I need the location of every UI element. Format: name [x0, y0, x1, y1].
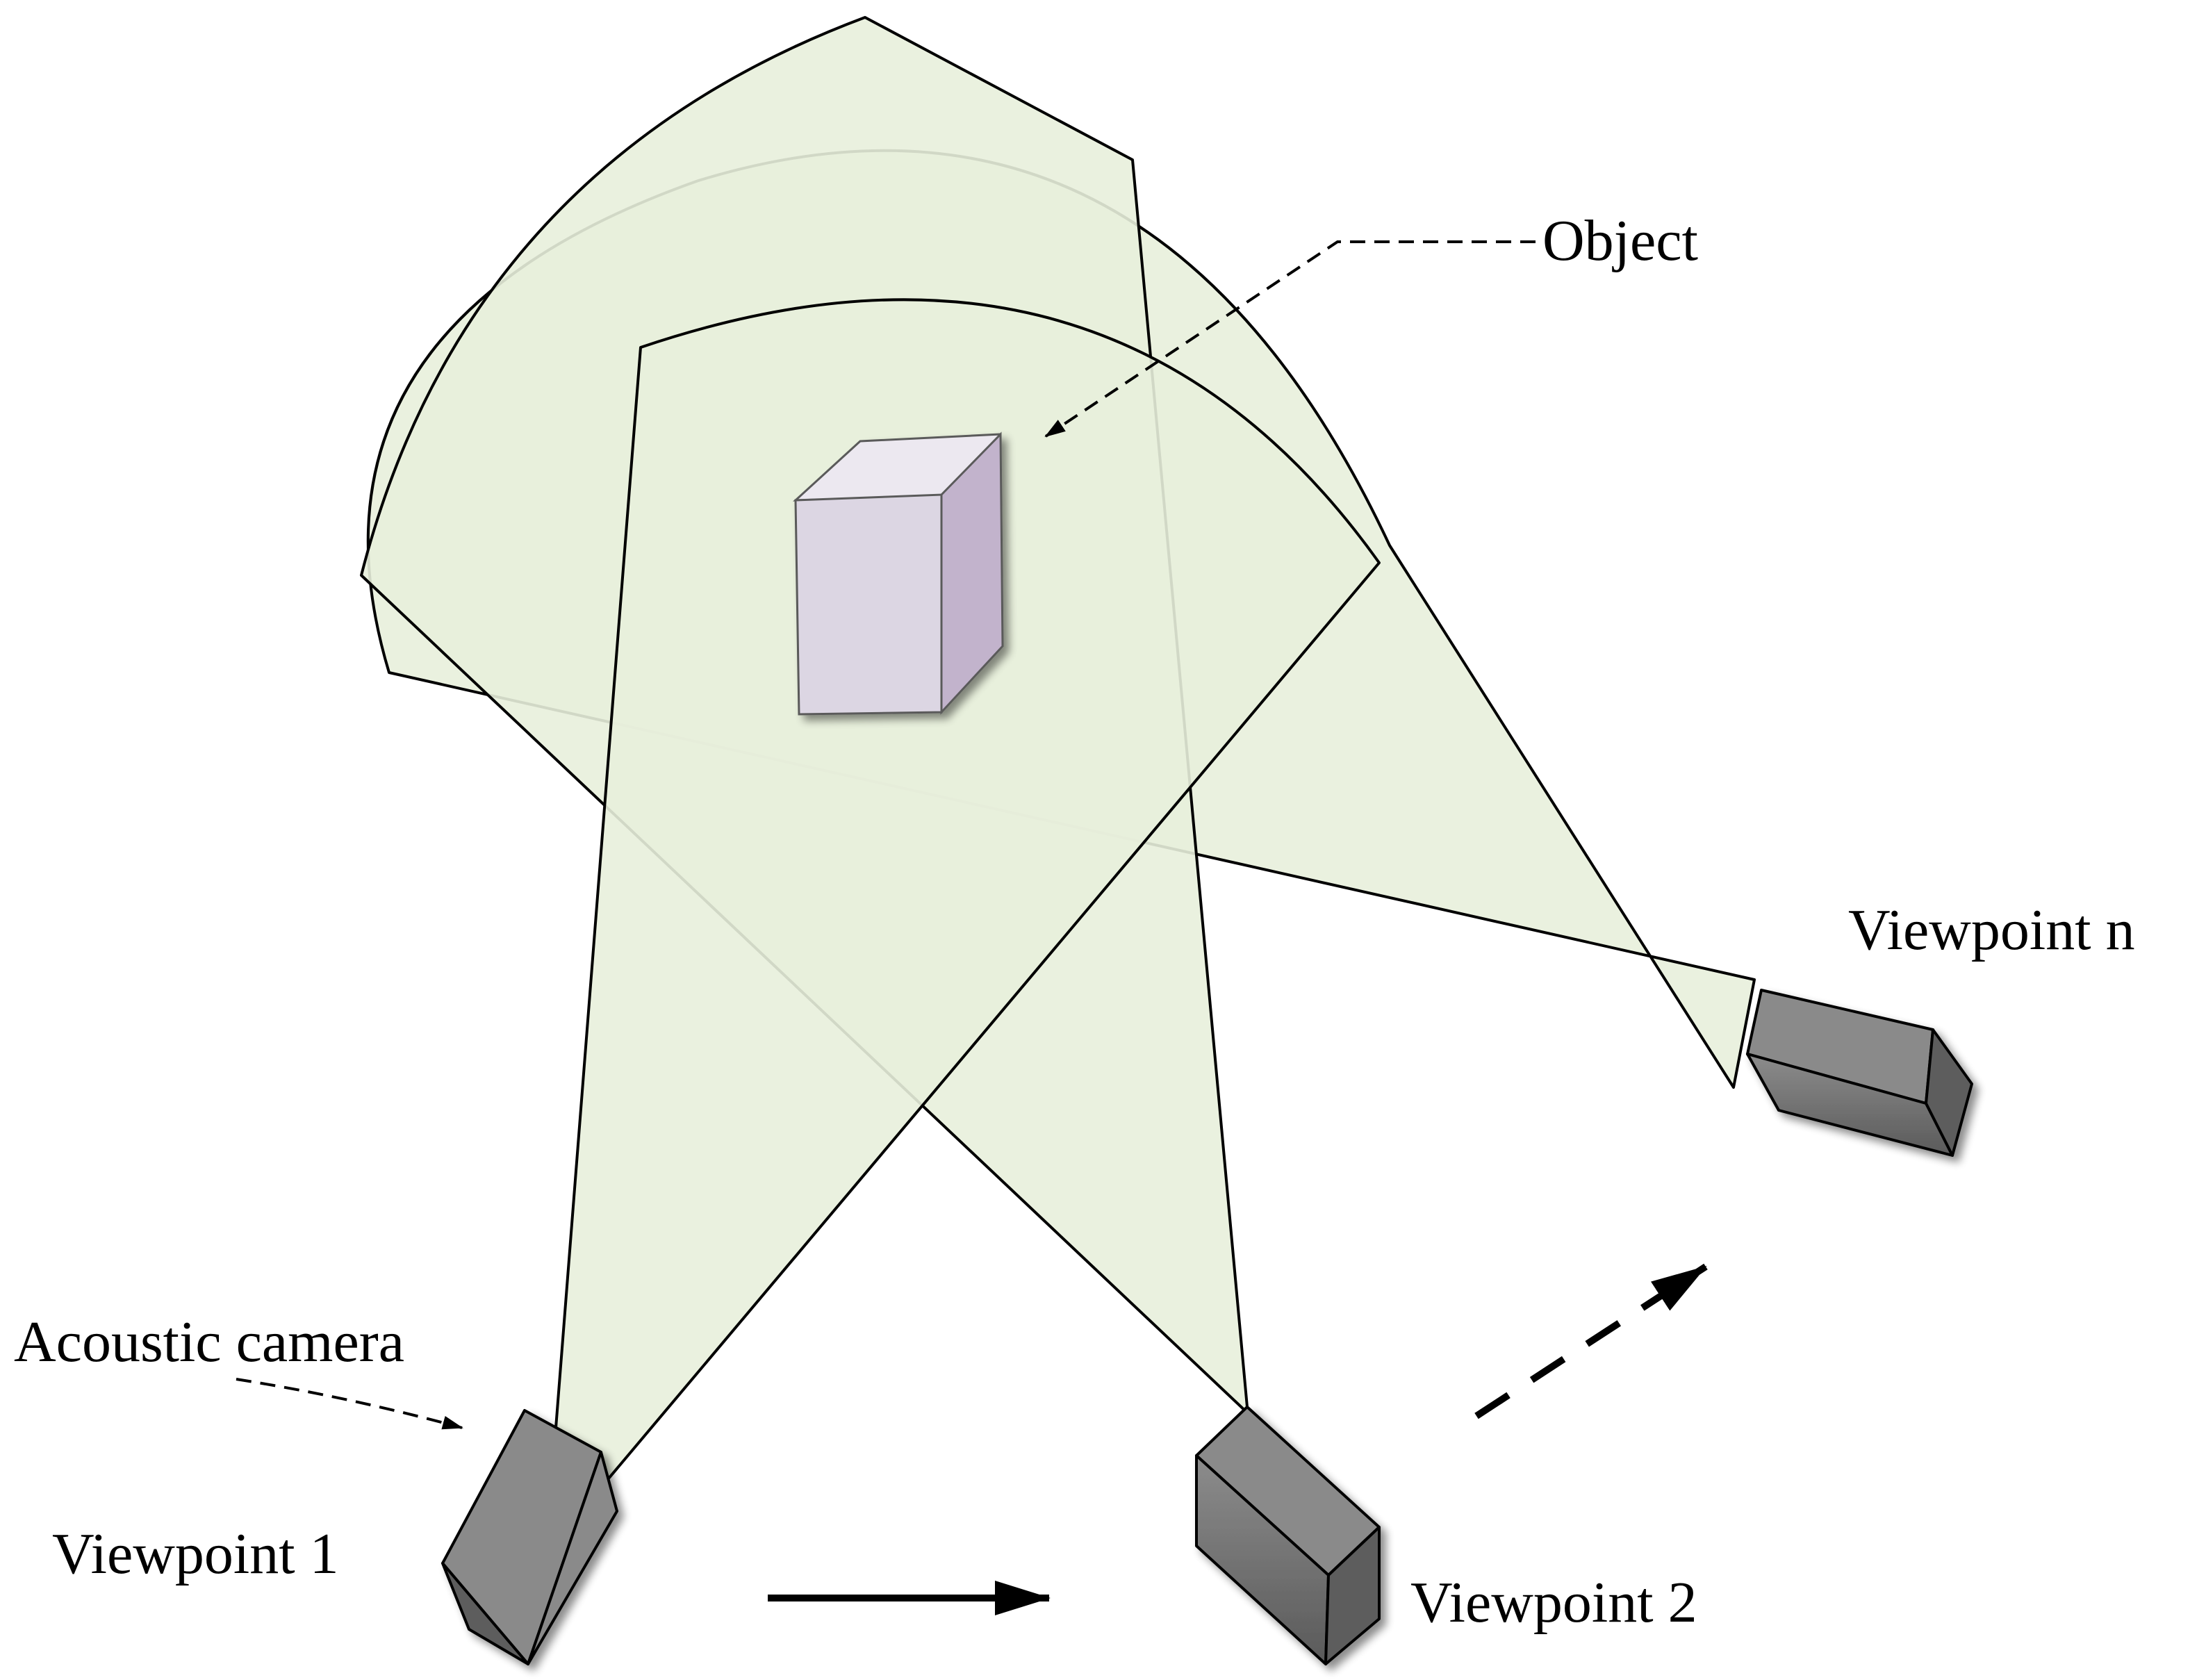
label-acoustic-camera: Acoustic camera — [14, 1310, 405, 1374]
object-leader-line — [1044, 240, 1536, 438]
camera-2-side — [1324, 1526, 1381, 1665]
label-viewpoint-2: Viewpoint 2 — [1410, 1570, 1697, 1635]
camera-1-end — [441, 1562, 529, 1665]
camera-1-side — [527, 1451, 618, 1665]
camera-viewpoint-n — [1746, 989, 1973, 1157]
label-object: Object — [1542, 208, 1698, 273]
label-viewpoint-1: Viewpoint 1 — [52, 1522, 339, 1586]
object-cube — [793, 431, 1004, 716]
object-side-face — [940, 431, 1004, 715]
label-viewpoint-n: Viewpoint n — [1848, 898, 2135, 962]
acoustic-camera-leader-line — [236, 1378, 463, 1430]
fov-viewpoint-1 — [554, 298, 1381, 1485]
object-front-face — [794, 493, 943, 716]
move-arrow-dashed — [1474, 1263, 1708, 1419]
camera-viewpoint-1 — [441, 1409, 618, 1665]
camera-n-side — [1925, 1028, 1973, 1157]
camera-viewpoint-2 — [1195, 1406, 1381, 1665]
